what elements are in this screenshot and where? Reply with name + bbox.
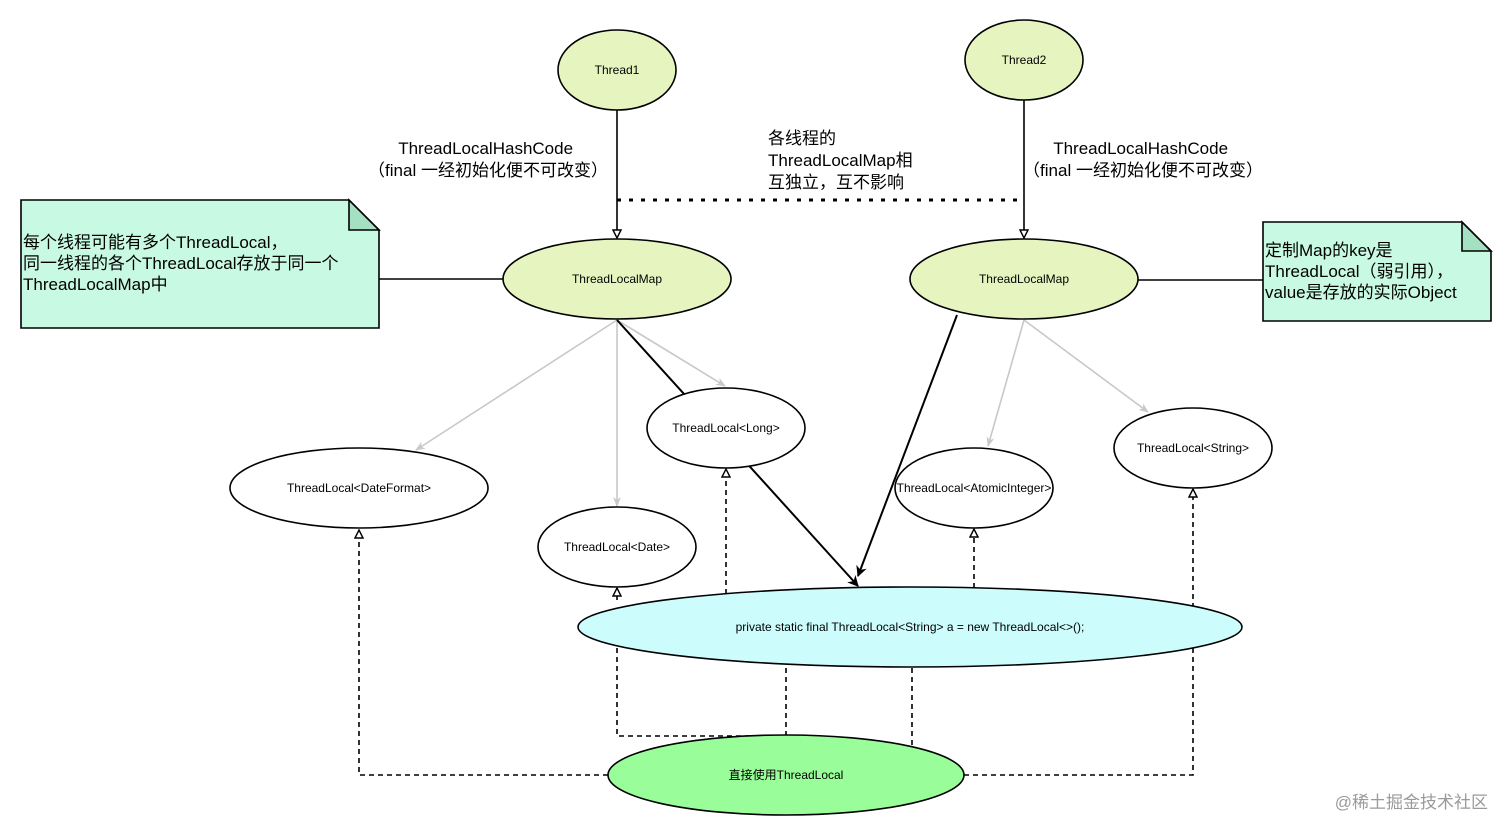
thread1-shape bbox=[557, 29, 677, 111]
declaration-node[interactable]: private static final ThreadLocal<String>… bbox=[577, 586, 1243, 668]
threadlocal-string-shape bbox=[1113, 407, 1273, 489]
threadlocal-dateformat-shape bbox=[229, 447, 489, 529]
direct-use-label: 直接使用ThreadLocal bbox=[729, 767, 844, 782]
note-left-line-2: 同一线程的各个ThreadLocal存放于同一个 bbox=[23, 254, 339, 273]
thread1-label: Thread1 bbox=[595, 63, 640, 77]
edge-direct-to-declaration-left bbox=[616, 646, 786, 737]
note-right-fold bbox=[1461, 220, 1493, 252]
thread2-label: Thread2 bbox=[1002, 53, 1047, 67]
threadlocal-long-label: ThreadLocal<Long> bbox=[672, 421, 779, 435]
hashcode-left-line-2: （final 一经初始化便不可改变） bbox=[368, 161, 608, 180]
edge-direct-to-string bbox=[964, 489, 1193, 776]
note-left-line-3: ThreadLocalMap中 bbox=[23, 275, 168, 294]
direct-use-shape bbox=[607, 734, 965, 816]
hashcode-left-line-1: ThreadLocalHashCode bbox=[398, 139, 573, 158]
note-right-text: 定制Map的key是 ThreadLocal（弱引用）， value是存放的实际… bbox=[1265, 241, 1458, 302]
thread2-shape bbox=[964, 19, 1084, 101]
map2-shape bbox=[909, 238, 1139, 320]
threadlocal-long-shape bbox=[646, 387, 806, 469]
declaration-label: private static final ThreadLocal<String>… bbox=[736, 620, 1085, 634]
note-right-line-2: ThreadLocal（弱引用）， bbox=[1265, 262, 1453, 281]
independence-label: 各线程的 ThreadLocalMap相 互独立，互不影响 bbox=[768, 129, 917, 192]
threadlocal-dateformat-label: ThreadLocal<DateFormat> bbox=[287, 481, 431, 495]
direct-use-node[interactable]: 直接使用ThreadLocal bbox=[607, 734, 965, 816]
hashcode-label-left: ThreadLocalHashCode （final 一经初始化便不可改变） bbox=[368, 139, 608, 180]
map1-shape bbox=[502, 238, 732, 320]
hashcode-label-right: ThreadLocalHashCode （final 一经初始化便不可改变） bbox=[1023, 139, 1263, 180]
edge-map1-to-dateformat bbox=[415, 319, 618, 451]
threadlocal-atomicinteger-shape bbox=[894, 447, 1054, 529]
hashcode-right-line-1: ThreadLocalHashCode bbox=[1053, 139, 1228, 158]
edge-map2-to-string bbox=[1023, 319, 1149, 413]
threadlocal-dateformat-node[interactable]: ThreadLocal<DateFormat> bbox=[229, 447, 489, 529]
independence-line-3: 互独立，互不影响 bbox=[768, 173, 904, 192]
edge-map2-to-declaration bbox=[856, 314, 958, 578]
watermark: @稀土掘金技术社区 bbox=[1335, 793, 1488, 812]
threadlocal-atomicinteger-node[interactable]: ThreadLocal<AtomicInteger> bbox=[894, 447, 1054, 529]
independence-line-1: 各线程的 bbox=[768, 129, 836, 148]
thread2-node[interactable]: Thread2 bbox=[964, 19, 1084, 101]
threadlocal-atomicinteger-label: ThreadLocal<AtomicInteger> bbox=[897, 481, 1052, 495]
note-left-line-1: 每个线程可能有多个ThreadLocal， bbox=[23, 233, 288, 252]
note-left-shape bbox=[20, 199, 380, 329]
edge-direct-to-dateformat bbox=[359, 530, 608, 776]
threadlocal-date-node[interactable]: ThreadLocal<Date> bbox=[537, 506, 697, 588]
threadlocal-string-label: ThreadLocal<String> bbox=[1137, 441, 1249, 455]
note-right-shape bbox=[1262, 221, 1492, 322]
threadlocal-string-node[interactable]: ThreadLocal<String> bbox=[1113, 407, 1273, 489]
hashcode-right-line-2: （final 一经初始化便不可改变） bbox=[1023, 161, 1263, 180]
threadlocal-date-shape bbox=[537, 506, 697, 588]
declaration-shape bbox=[577, 586, 1243, 668]
note-left-text: 每个线程可能有多个ThreadLocal， 同一线程的各个ThreadLocal… bbox=[23, 233, 343, 294]
note-right-line-1: 定制Map的key是 bbox=[1265, 241, 1393, 260]
note-left-fold bbox=[348, 198, 381, 231]
map1-node[interactable]: ThreadLocalMap bbox=[502, 238, 732, 320]
threadlocal-date-label: ThreadLocal<Date> bbox=[564, 540, 670, 554]
independence-line-2: ThreadLocalMap相 bbox=[768, 151, 913, 170]
note-right[interactable]: 定制Map的key是 ThreadLocal（弱引用）， value是存放的实际… bbox=[1262, 220, 1493, 322]
note-right-line-3: value是存放的实际Object bbox=[1265, 283, 1457, 302]
map2-node[interactable]: ThreadLocalMap bbox=[909, 238, 1139, 320]
map2-label: ThreadLocalMap bbox=[979, 272, 1069, 286]
threadlocal-long-node[interactable]: ThreadLocal<Long> bbox=[646, 387, 806, 469]
edge-map2-to-atomicinteger bbox=[986, 319, 1025, 447]
thread1-node[interactable]: Thread1 bbox=[557, 29, 677, 111]
note-left[interactable]: 每个线程可能有多个ThreadLocal， 同一线程的各个ThreadLocal… bbox=[20, 198, 381, 329]
edge-map1-to-long bbox=[616, 319, 726, 387]
map1-label: ThreadLocalMap bbox=[572, 272, 662, 286]
